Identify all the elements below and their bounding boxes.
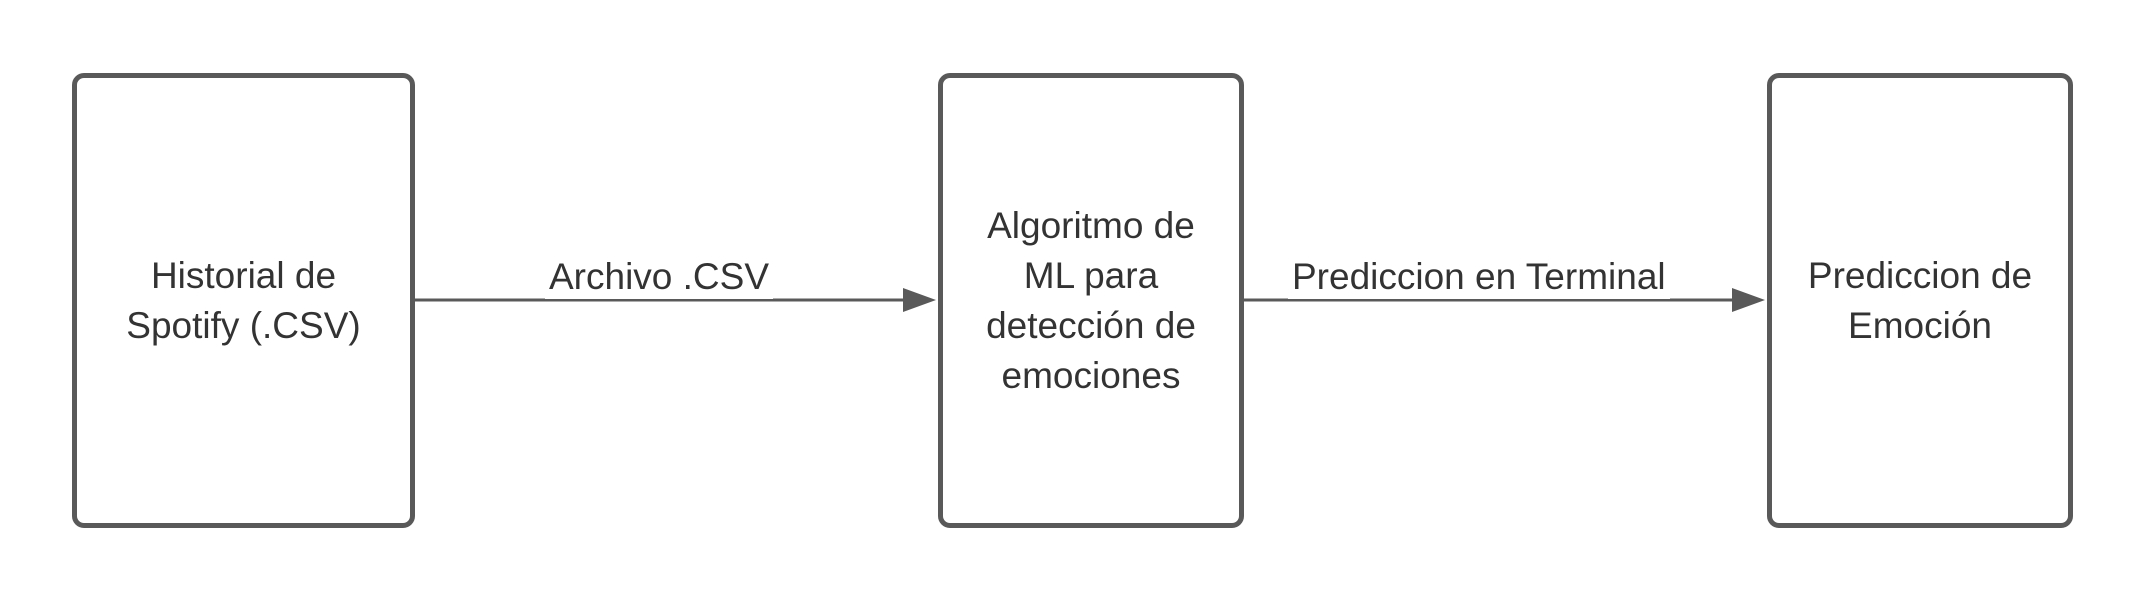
edge-label-csv-file: Archivo .CSV <box>545 255 774 299</box>
arrowhead-icon <box>903 288 936 312</box>
node-label: Prediccion de Emoción <box>1807 254 2033 346</box>
node-label: Historial de Spotify (.CSV) <box>126 254 361 346</box>
node-label: Algoritmo de ML para detección de emocio… <box>986 204 1196 396</box>
node-ml-algorithm: Algoritmo de ML para detección de emocio… <box>938 73 1244 528</box>
node-spotify-history: Historial de Spotify (.CSV) <box>72 73 415 528</box>
edge-label-terminal-prediction: Prediccion en Terminal <box>1288 255 1670 299</box>
node-emotion-prediction: Prediccion de Emoción <box>1767 73 2073 528</box>
arrowhead-icon <box>1732 288 1765 312</box>
